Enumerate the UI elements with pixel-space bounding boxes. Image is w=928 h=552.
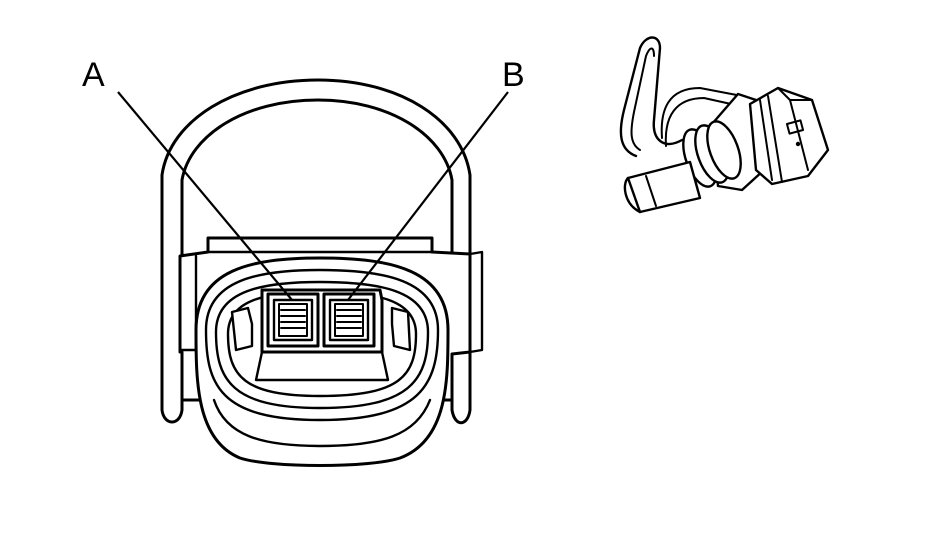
- iso-locking-hoop-inner: [630, 47, 655, 151]
- iso-shroud-edge-1: [759, 99, 773, 181]
- iso-front-face: [777, 87, 813, 171]
- iso-latch-dot: [795, 141, 801, 147]
- iso-wire-lead-2: [664, 97, 741, 147]
- seal-ring-2: [214, 280, 430, 410]
- flange-ear-left: [178, 254, 198, 352]
- callout-a: A: [82, 56, 293, 301]
- leader-line-b: [347, 91, 509, 301]
- connector-iso-view: [619, 36, 830, 214]
- iso-wire-lead-1: [660, 87, 743, 139]
- latch-bump-left: [230, 306, 254, 352]
- iso-wire-boot-end: [623, 176, 642, 214]
- iso-rib-3: [706, 120, 742, 180]
- seal-lower-lip: [212, 398, 432, 448]
- leader-line-a: [117, 91, 293, 301]
- callout-label-a: A: [82, 56, 105, 94]
- terminal-housing-base: [254, 350, 390, 382]
- iso-wire-boot-line: [645, 175, 657, 207]
- terminal-cavity-a: [266, 292, 320, 348]
- iso-shroud-edge-2: [767, 95, 783, 183]
- iso-latch-slot: [785, 119, 805, 135]
- callout-b: B: [347, 56, 525, 301]
- iso-front-shroud: [748, 86, 830, 186]
- iso-locking-hoop: [619, 36, 684, 158]
- iso-wire-boot: [626, 160, 702, 214]
- terminal-cavity-b: [322, 292, 376, 348]
- locking-bail-outer: [160, 78, 472, 425]
- flange-ear-right: [468, 250, 484, 354]
- connector-end-view: [160, 78, 484, 467]
- callout-label-b: B: [502, 56, 525, 94]
- latch-bump-right: [390, 306, 412, 352]
